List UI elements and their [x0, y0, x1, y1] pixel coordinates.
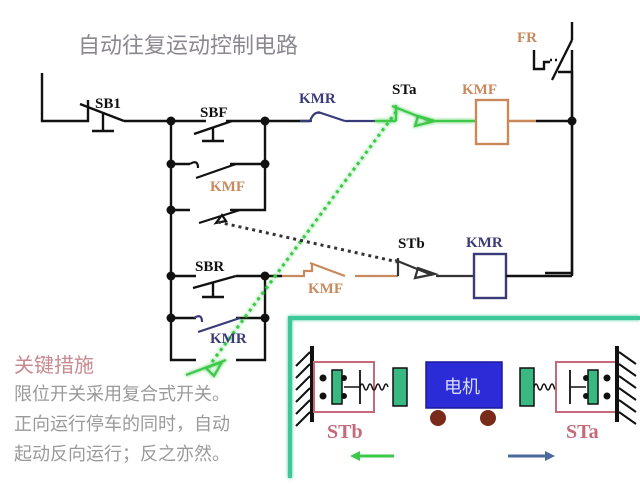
fr-contact — [532, 22, 574, 121]
motor-label: 电机 — [444, 377, 480, 398]
sta-mechanical-link — [210, 111, 398, 363]
label-sb1: SB1 — [95, 96, 121, 112]
label-stb: STb — [398, 236, 425, 252]
label-kmr-hold: KMR — [210, 331, 247, 347]
kmf-coil — [474, 98, 536, 146]
kmr-nc-contact — [300, 110, 375, 123]
kmr-hold-contact — [193, 315, 241, 334]
sta-nc-contact — [375, 104, 475, 128]
label-panel-sta: STa — [566, 421, 599, 443]
stb-mechanical-link — [217, 220, 399, 264]
label-sta: STa — [392, 82, 417, 98]
mechanism-panel: STb 电机 STa — [288, 316, 640, 478]
sbr-switch — [192, 274, 237, 299]
left-wall — [295, 346, 314, 427]
page-title: 自动往复运动控制电路 — [78, 34, 299, 59]
label-fr: FR — [517, 30, 537, 46]
label-kmf-coil: KMF — [462, 82, 497, 98]
label-sbr: SBR — [195, 259, 224, 275]
label-kmf-hold: KMF — [210, 179, 245, 195]
label-kmr-coil: KMR — [466, 235, 503, 251]
right-arrow-icon — [508, 451, 555, 461]
kmf-nc-contact-bottom — [282, 261, 398, 278]
notes-line: 正向运行停车的同时，自动 — [14, 414, 230, 435]
notes-line: 限位开关采用复合式开关。 — [14, 384, 230, 405]
sta-aux-contact — [185, 358, 227, 378]
sb1-switch — [79, 100, 125, 133]
kmf-hold-contact — [189, 161, 237, 180]
junction-dots — [166, 116, 577, 323]
sta-limit-switch — [519, 361, 617, 413]
stb-nc-contact — [394, 258, 474, 280]
label-sbf: SBF — [200, 105, 228, 121]
label-kmf-nc: KMF — [308, 281, 343, 297]
stb-limit-switch — [313, 361, 408, 413]
kmr-coil — [472, 252, 508, 300]
motor-cart — [425, 361, 503, 426]
right-wall — [615, 346, 637, 425]
notes-heading: 关键措施 — [14, 353, 94, 377]
sbf-switch — [193, 119, 233, 143]
label-kmr-nc: KMR — [299, 91, 336, 107]
left-arrow-icon — [350, 451, 394, 461]
key-measures: 关键措施 限位开关采用复合式开关。 正向运行停车的同时，自动 起动反向运行；反之… — [14, 350, 230, 470]
notes-line: 起动反向运行；反之亦然。 — [14, 444, 230, 465]
label-panel-stb: STb — [327, 421, 363, 443]
